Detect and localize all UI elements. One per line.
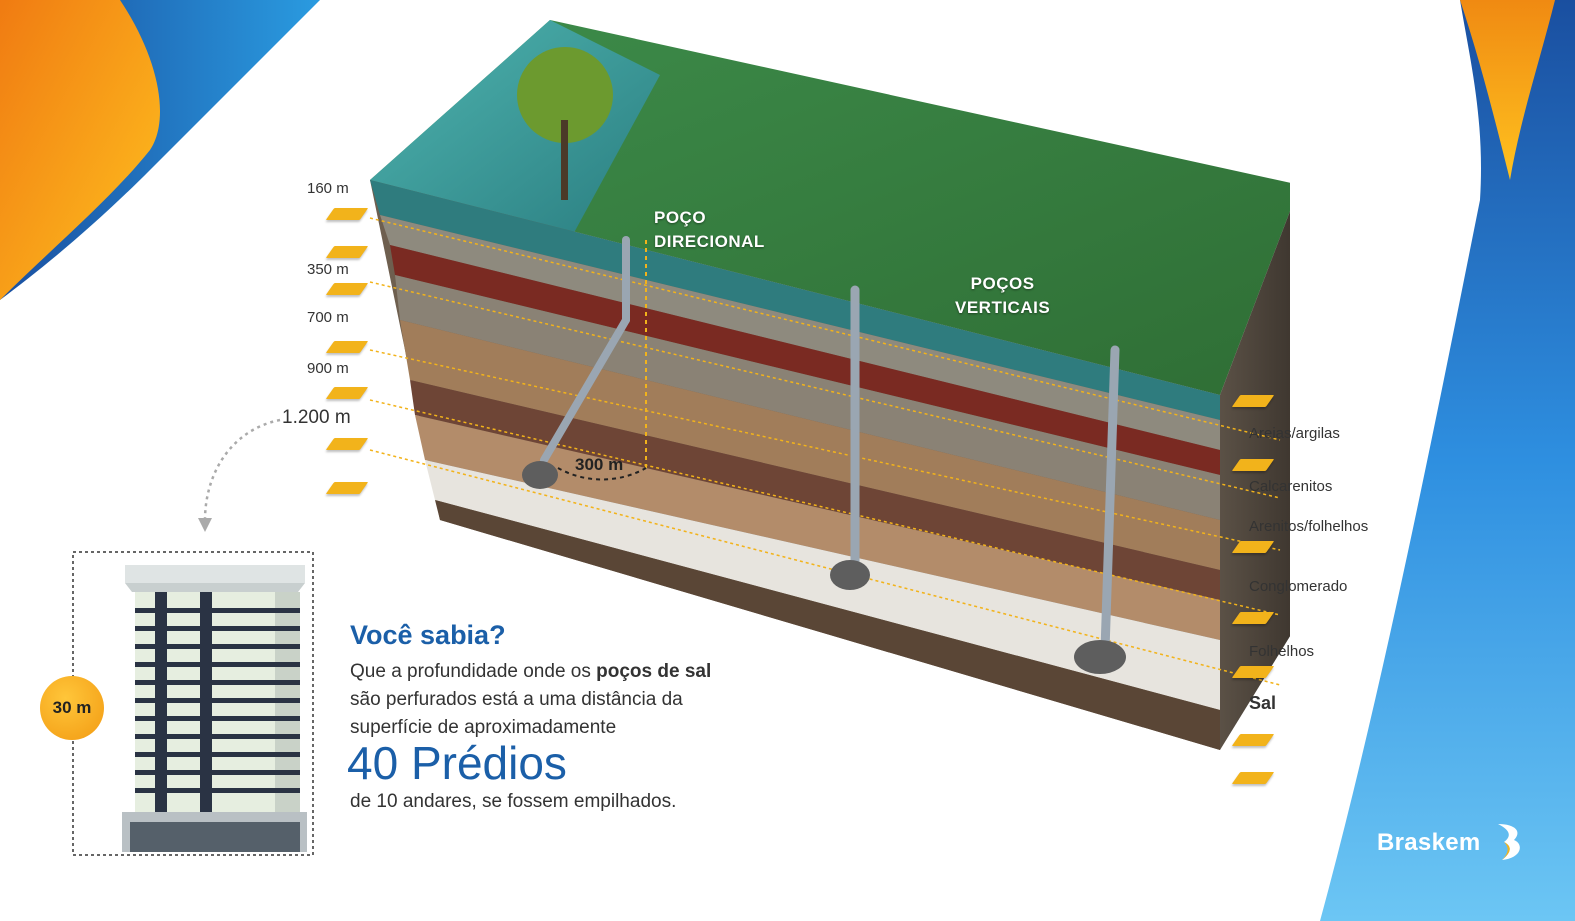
depth-label-900: 900 m	[307, 360, 349, 377]
layer-label-arenitos: Arenitos/folhelhos	[1249, 518, 1369, 535]
fact-end: de 10 andares, se fossem empilhados.	[350, 791, 677, 812]
depth-label-350: 350 m	[307, 261, 349, 278]
layer-marker	[1231, 772, 1275, 784]
layer-label-calcarenitos: Calcarenitos	[1249, 478, 1333, 495]
geology-block	[369, 20, 1290, 750]
layer-label-sal: Sal	[1249, 693, 1277, 713]
corner-decoration-left	[0, 0, 320, 300]
fact-line-2: são perfurados está a uma distância da	[350, 689, 683, 710]
fact-title: Você sabia?	[350, 620, 506, 650]
directional-well-title: POÇO DIRECIONAL	[654, 208, 765, 251]
layer-label-areias: Areias/argilas	[1249, 425, 1340, 442]
corner-decoration-right	[1320, 0, 1575, 921]
building-illustration	[72, 551, 314, 856]
building-height-badge: 30 m	[40, 676, 104, 740]
radius-label: 300 m	[575, 455, 624, 474]
fact-body: Que a profundidade onde os poços de sal …	[350, 658, 780, 742]
brand-logo-text: Braskem	[1377, 829, 1481, 856]
depth-label-1200: 1.200 m	[282, 407, 351, 428]
depth-label-160: 160 m	[307, 180, 349, 197]
fact-highlight: 40 Prédios	[347, 737, 567, 789]
layer-label-folhelhos: Folhelhos	[1249, 643, 1315, 660]
dotted-arrow	[198, 418, 281, 532]
vertical-wells-title: POÇOS VERTICAIS	[955, 274, 1051, 317]
fact-line-1: Que a profundidade onde os poços de sal	[350, 661, 712, 682]
layer-label-conglomerado: Conglomerado	[1249, 578, 1348, 595]
fact-line-3: superfície de aproximadamente	[350, 717, 617, 738]
depth-label-700: 700 m	[307, 309, 349, 326]
brand-logo-icon	[1498, 824, 1520, 860]
